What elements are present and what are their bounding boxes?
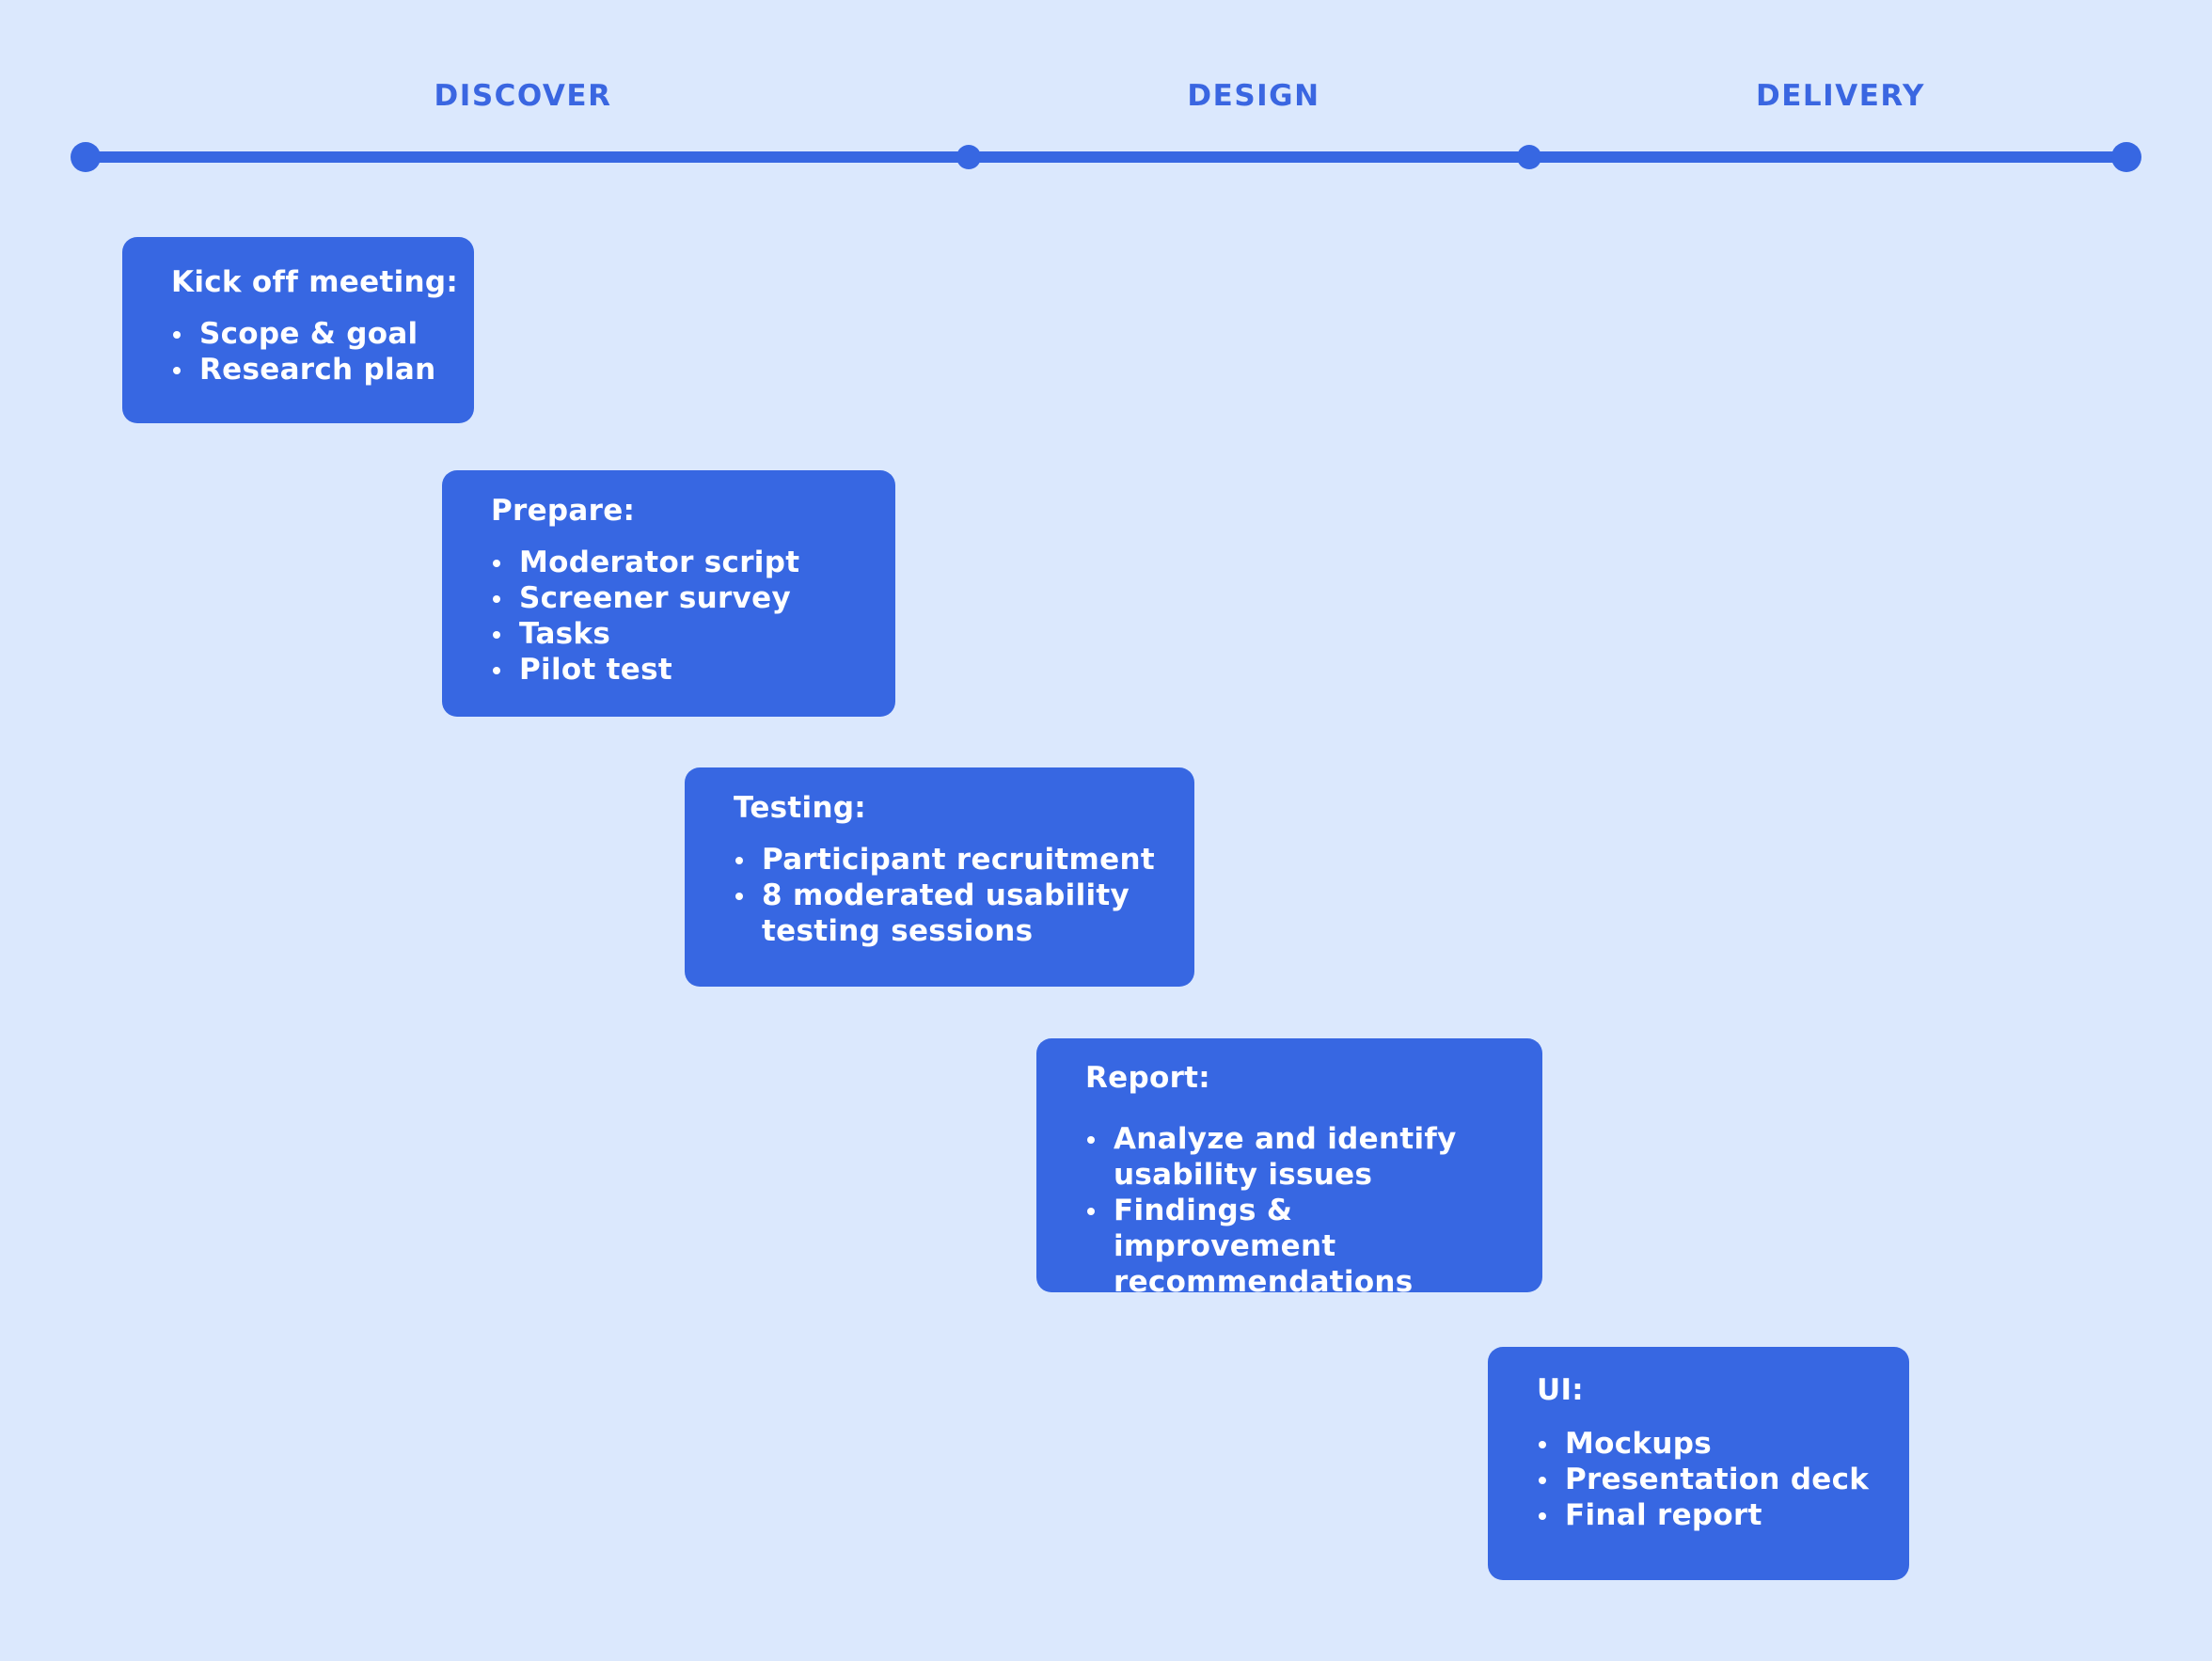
list-item: Screener survey (491, 580, 877, 616)
card-list: Mockups Presentation deck Final report (1537, 1426, 1890, 1533)
card-title: Kick off meeting: (171, 265, 459, 299)
card-list: Participant recruitment 8 moderated usab… (734, 842, 1176, 949)
list-item: Scope & goal (171, 316, 455, 352)
timeline-design-delivery-dot (1517, 145, 1541, 169)
card-list: Analyze and identify usability issues Fi… (1085, 1121, 1524, 1300)
timeline-start-dot (71, 142, 101, 172)
list-item: Mockups (1537, 1426, 1890, 1462)
phase-label-delivery: DELIVERY (1756, 79, 1925, 113)
card-ui: UI: Mockups Presentation deck Final repo… (1488, 1347, 1909, 1580)
list-item: Presentation deck (1537, 1462, 1890, 1497)
list-item: Findings & improvement recommendations (1085, 1193, 1524, 1300)
list-item: Final report (1537, 1497, 1890, 1533)
card-list: Moderator script Screener survey Tasks P… (491, 545, 877, 688)
list-item: Participant recruitment (734, 842, 1176, 878)
card-title: Report: (1085, 1061, 1210, 1095)
list-item: Moderator script (491, 545, 877, 580)
card-title: Prepare: (491, 494, 636, 528)
card-title: Testing: (734, 791, 867, 825)
list-item: Tasks (491, 616, 877, 652)
card-title: UI: (1537, 1373, 1585, 1407)
list-item: 8 moderated usability testing sessions (734, 878, 1176, 949)
card-report: Report: Analyze and identify usability i… (1036, 1038, 1542, 1299)
list-item: Research plan (171, 352, 455, 388)
timeline-end-dot (2111, 142, 2141, 172)
timeline-line (85, 151, 2127, 163)
phase-label-design: DESIGN (1187, 79, 1320, 113)
card-kickoff-meeting: Kick off meeting: Scope & goal Research … (122, 237, 474, 423)
phase-label-discover: DISCOVER (434, 79, 612, 113)
card-list: Scope & goal Research plan (171, 316, 455, 388)
timeline-discover-design-dot (956, 145, 981, 169)
card-prepare: Prepare: Moderator script Screener surve… (442, 470, 895, 717)
list-item: Pilot test (491, 652, 877, 688)
card-testing: Testing: Participant recruitment 8 moder… (685, 767, 1194, 987)
list-item: Analyze and identify usability issues (1085, 1121, 1524, 1193)
